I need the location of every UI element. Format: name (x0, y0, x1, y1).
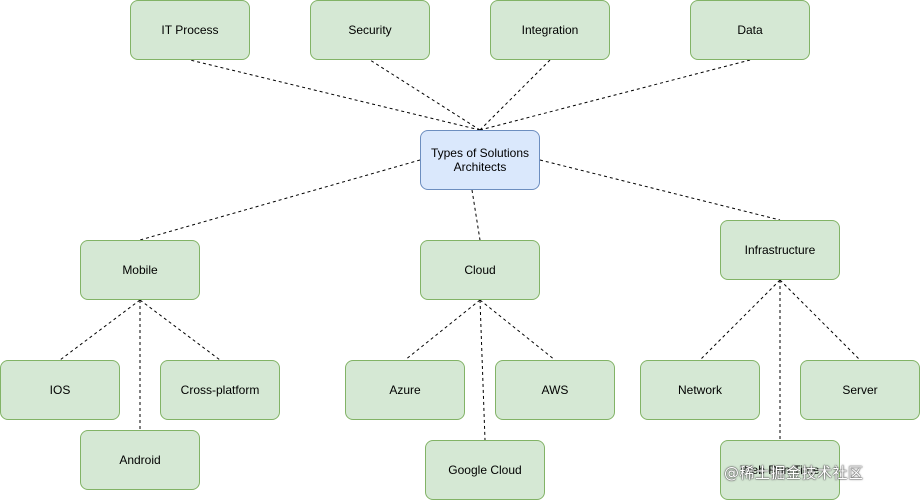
node-label: Integration (521, 23, 579, 37)
node-label: Android (119, 453, 161, 467)
connector-mobile-cross-platform (139, 299, 221, 361)
node-web-run-time[interactable]: Web Run Time (720, 440, 840, 500)
node-label: Azure (389, 383, 421, 397)
node-label: IOS (49, 383, 71, 397)
node-mobile[interactable]: Mobile (80, 240, 200, 300)
node-label: Data (737, 23, 763, 37)
node-label: Mobile (122, 263, 158, 277)
connector-infrastructure-server (779, 279, 861, 361)
connector-mobile-ios (59, 299, 141, 361)
connector-root-integration (479, 59, 551, 131)
node-it-process[interactable]: IT Process (130, 0, 250, 60)
connector-root-mobile (139, 159, 421, 241)
node-label: Network (677, 383, 722, 397)
node-cloud[interactable]: Cloud (420, 240, 540, 300)
node-google-cloud[interactable]: Google Cloud (425, 440, 545, 500)
connector-cloud-azure (404, 299, 481, 361)
node-ios[interactable]: IOS (0, 360, 120, 420)
node-label: Cloud (464, 263, 496, 277)
connector-infrastructure-network (699, 279, 781, 361)
node-server[interactable]: Server (800, 360, 920, 420)
connector-root-it-process (189, 59, 481, 131)
connector-cloud-google-cloud (479, 299, 486, 441)
node-root-types-of-solutions-architects[interactable]: Types of Solutions Architects (420, 130, 540, 190)
node-android[interactable]: Android (80, 430, 200, 490)
node-label: Infrastructure (744, 243, 816, 257)
node-label: Web Run Time (740, 463, 820, 477)
node-label: Server (842, 383, 878, 397)
node-label: Security (348, 23, 392, 37)
connector-root-data (479, 59, 751, 131)
node-label: Types of Solutions Architects (430, 146, 530, 174)
watermark-text: @稀土掘金技术社区 (724, 464, 864, 482)
connector-root-cloud (471, 189, 481, 241)
node-azure[interactable]: Azure (345, 360, 465, 420)
node-cross-platform[interactable]: Cross-platform (160, 360, 280, 420)
node-label: Google Cloud (448, 463, 522, 477)
node-label: IT Process (161, 23, 219, 37)
node-data[interactable]: Data (690, 0, 810, 60)
connector-root-infrastructure (539, 159, 781, 221)
node-integration[interactable]: Integration (490, 0, 610, 60)
node-label: AWS (541, 383, 569, 397)
node-infrastructure[interactable]: Infrastructure (720, 220, 840, 280)
connector-cloud-aws (479, 299, 556, 361)
node-network[interactable]: Network (640, 360, 760, 420)
connector-root-security (369, 59, 481, 131)
node-aws[interactable]: AWS (495, 360, 615, 420)
node-security[interactable]: Security (310, 0, 430, 60)
node-label: Cross-platform (180, 383, 260, 397)
